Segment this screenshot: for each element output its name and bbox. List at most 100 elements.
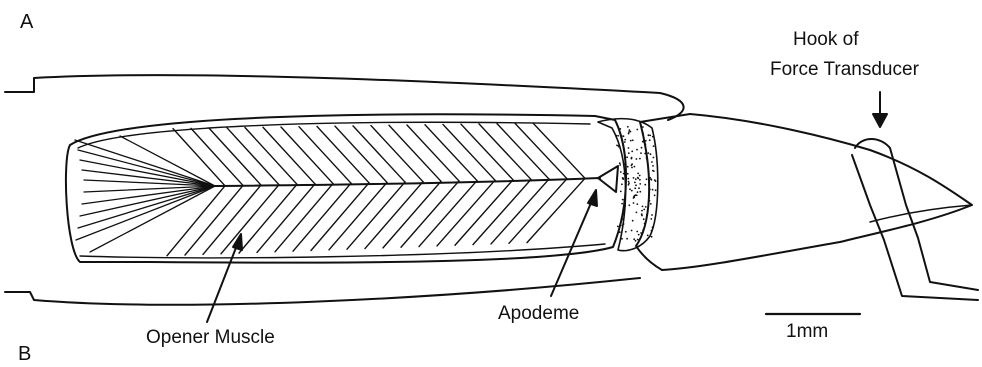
stipple-dot [628, 204, 630, 206]
muscle-fiber [455, 180, 513, 245]
stipple-dot [641, 210, 643, 212]
stipple-dot [643, 209, 645, 211]
stipple-dot [632, 220, 634, 222]
stipple-dot [619, 128, 621, 130]
window-inner-outline [78, 122, 605, 258]
stipple-dot [621, 203, 623, 205]
stipple-dot [636, 231, 638, 233]
stipple-dot [621, 183, 623, 185]
muscle-fiber [275, 184, 333, 252]
stipple-dot [628, 133, 630, 135]
stipple-dot [650, 153, 652, 155]
stipple-dot [631, 158, 633, 160]
stipple-dot [633, 197, 635, 199]
stipple-dot [651, 214, 653, 216]
stipple-dot [642, 206, 644, 208]
stipple-dot [631, 151, 633, 153]
stipple-dot [628, 182, 630, 184]
stipple-dot [652, 165, 654, 167]
stipple-dot [636, 203, 638, 205]
stipple-dot [620, 191, 622, 193]
stipple-dot [623, 173, 625, 175]
muscle-fiber [365, 182, 423, 249]
stipple-dot [621, 238, 623, 240]
stipple-dot [637, 191, 639, 193]
stipple-dot [655, 180, 657, 182]
pinnate-fibers [167, 123, 585, 256]
stipple-dot [622, 199, 624, 201]
muscle-fiber [257, 184, 315, 253]
stipple-dot [636, 129, 638, 131]
opener-muscle-label: Opener Muscle [146, 328, 275, 347]
stipple-dot [648, 134, 650, 136]
stipple-dot [620, 135, 622, 137]
hook-label-line1: Hook of [793, 30, 858, 49]
muscle-fiber [383, 181, 441, 248]
stipple-dot [650, 178, 652, 180]
stipple-dot [643, 218, 645, 220]
stipple-dot [635, 240, 637, 242]
stipple-dot [627, 166, 629, 168]
stipple-dot [624, 139, 626, 141]
stipple-dot [635, 178, 637, 180]
stipple-dot [624, 163, 626, 165]
muscle-fiber [401, 181, 459, 247]
muscle-fiber [491, 179, 549, 244]
stipple-dot [649, 135, 651, 137]
stipple-dot [651, 230, 653, 232]
stipple-dot [645, 206, 647, 208]
stipple-dot [628, 147, 630, 149]
stipple-dot [615, 135, 617, 137]
stipple-dot [652, 136, 654, 138]
stipple-dot [619, 164, 621, 166]
hook-arrow [873, 92, 887, 127]
stipple-dot [622, 213, 624, 215]
stipple-dot [632, 139, 634, 141]
muscle-fiber [239, 184, 297, 253]
muscle-fiber [293, 183, 351, 251]
stipple-dot [619, 231, 621, 233]
stipple-dot [617, 226, 619, 228]
stipple-dot [651, 236, 653, 238]
stipple-dot [636, 158, 638, 160]
muscle-fiber [473, 179, 531, 244]
stipple-dot [652, 226, 654, 228]
stipple-dot [629, 188, 631, 190]
stipple-dot [629, 129, 631, 131]
muscle-fiber [419, 181, 477, 247]
stipple-dot [653, 157, 655, 159]
stipple-dot [621, 225, 623, 227]
stipple-dot [638, 234, 640, 236]
muscle-fiber [437, 180, 495, 246]
muscle-fiber [221, 185, 279, 254]
stipple-dot [631, 165, 633, 167]
stipple-dot [655, 189, 657, 191]
transducer-hook [852, 139, 978, 300]
stipple-dot [627, 126, 629, 128]
stipple-dot [624, 141, 626, 143]
stipple-dot [631, 167, 633, 169]
stipple-dot [641, 147, 643, 149]
muscle-fiber [203, 185, 261, 254]
stipple-dot [649, 139, 651, 141]
stipple-dot [652, 170, 654, 172]
muscle-fiber [527, 178, 585, 242]
stipple-dot [639, 158, 641, 160]
hook-label-line2: Force Transducer [770, 60, 919, 79]
stipple-dot [653, 145, 655, 147]
stipple-dot [630, 140, 632, 142]
stipple-dot [634, 166, 636, 168]
stipple-dot [631, 230, 633, 232]
dactyl-outline [636, 114, 972, 270]
stipple-dot [640, 152, 642, 154]
dactyl-tip-line [870, 205, 972, 222]
stipple-dot [638, 187, 640, 189]
stipple-dot [633, 177, 635, 179]
stipple-dot [628, 131, 630, 133]
muscle-fiber [347, 182, 405, 249]
stipple-dot [622, 218, 624, 220]
membrane-stipple [615, 126, 656, 242]
stipple-dot [650, 203, 652, 205]
scale-bar-label: 1mm [786, 322, 828, 341]
